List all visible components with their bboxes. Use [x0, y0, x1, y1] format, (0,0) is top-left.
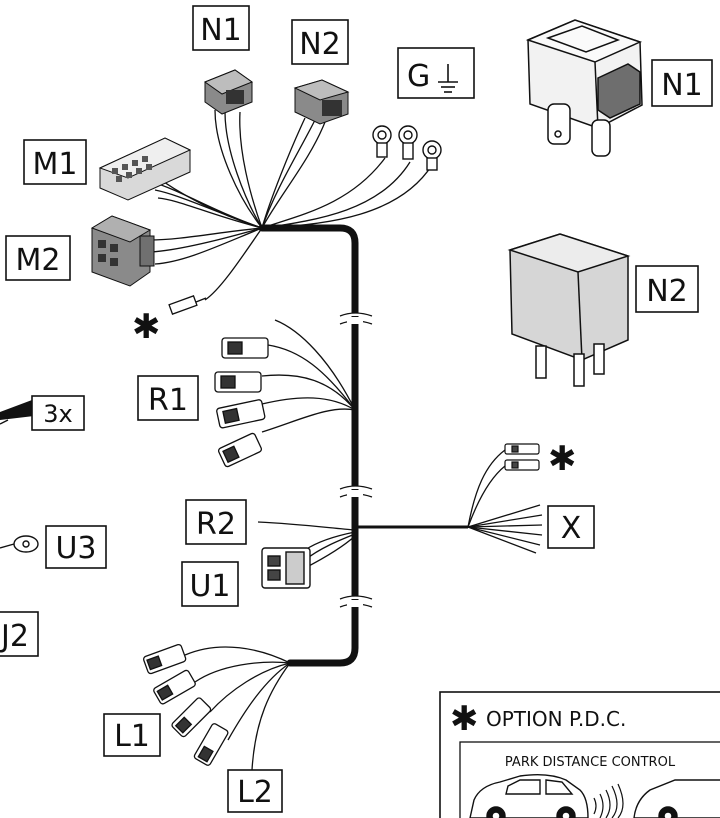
svg-text:X: X [561, 511, 582, 546]
pdc-legend-panel: ✱ OPTION P.D.C. PARK DISTANCE CONTROL [439, 691, 720, 818]
top-hub-wires [149, 109, 433, 301]
u1-connector [261, 547, 311, 589]
svg-text:N2: N2 [646, 274, 688, 309]
three-x-terminals [0, 400, 34, 425]
legend-panel-title: PARK DISTANCE CONTROL [505, 755, 676, 770]
label-l2: L2 [227, 769, 283, 813]
x-terminals [504, 443, 540, 471]
svg-text:L2: L2 [237, 775, 273, 810]
label-n1-top: N1 [192, 5, 250, 51]
n2-connector [293, 79, 350, 125]
label-x: X [547, 505, 595, 549]
x-fan-wires [467, 449, 543, 554]
label-r2: R2 [185, 499, 247, 545]
u3-ring-terminal [0, 535, 39, 553]
svg-text:R2: R2 [196, 507, 236, 542]
svg-text:N1: N1 [661, 68, 703, 103]
label-n1-side: N1 [651, 59, 713, 107]
l1-connectors [142, 643, 229, 766]
label-ground: G [397, 47, 475, 99]
legend-option-text: OPTION P.D.C. [486, 707, 626, 731]
svg-text:M2: M2 [16, 243, 61, 278]
asterisk-x-terminals: ✱ [548, 439, 577, 479]
car-icon [469, 773, 589, 818]
legend-asterisk-icon: ✱ [450, 699, 479, 739]
svg-text:L1: L1 [114, 719, 150, 754]
sensor-waves-icon [593, 783, 624, 818]
trunk-break-marks [339, 312, 373, 608]
label-u3: U3 [45, 525, 107, 569]
svg-text:G: G [407, 59, 430, 94]
n1-connector [203, 69, 254, 115]
m1-connector [98, 137, 192, 201]
svg-text:J2: J2 [0, 619, 29, 654]
r1-connectors [214, 337, 269, 468]
ground-ring-terminals [372, 125, 442, 171]
label-u2: J2 [0, 611, 39, 657]
svg-text:U3: U3 [55, 531, 96, 566]
pdc-pin-terminal [168, 295, 207, 315]
label-three-x: 3x [31, 395, 85, 431]
svg-text:N2: N2 [299, 27, 341, 62]
label-m1: M1 [23, 139, 87, 185]
label-r1: R1 [137, 375, 199, 421]
label-n2-side: N2 [635, 265, 699, 313]
n1-relay [525, 19, 643, 157]
ground-symbol-icon [438, 64, 458, 93]
n2-relay [507, 233, 631, 387]
svg-text:U1: U1 [189, 569, 230, 604]
asterisk-pdc-pin: ✱ [132, 307, 161, 347]
label-l1: L1 [103, 713, 161, 757]
label-u1: U1 [181, 561, 239, 607]
m2-connector [90, 215, 155, 287]
svg-text:3x: 3x [43, 400, 72, 428]
label-n2-top: N2 [291, 19, 349, 65]
label-m2: M2 [5, 235, 71, 281]
svg-text:M1: M1 [33, 147, 78, 182]
mid-wires [184, 319, 356, 771]
obstacle-car-icon [633, 779, 720, 818]
main-trunk [258, 224, 359, 667]
svg-text:N1: N1 [200, 13, 242, 48]
svg-text:R1: R1 [148, 383, 188, 418]
